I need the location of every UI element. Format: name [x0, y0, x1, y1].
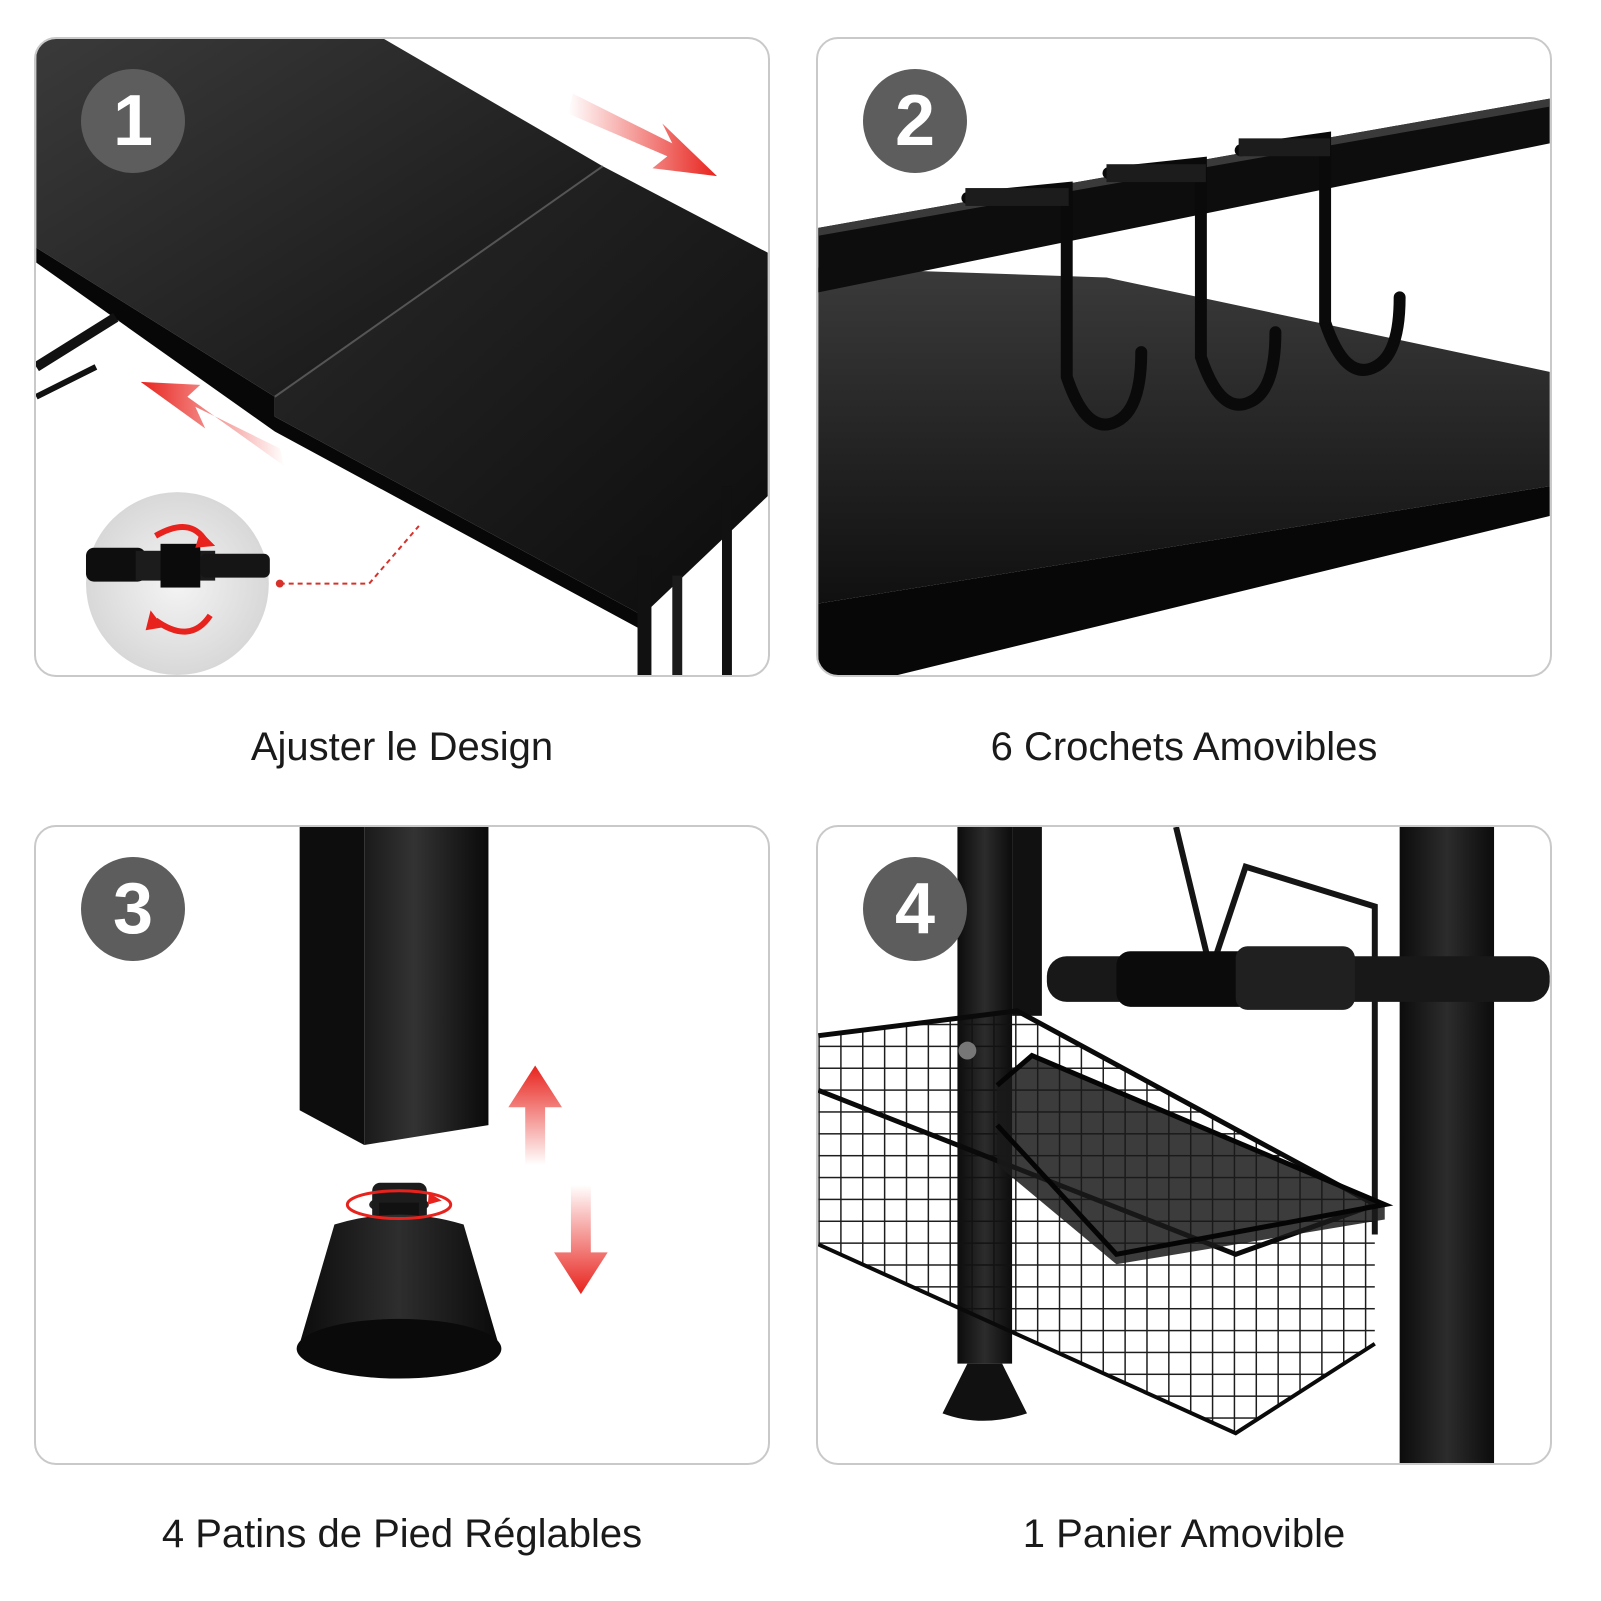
rotate-arrow-icon	[85, 524, 270, 635]
red-arrow-icon	[140, 93, 718, 467]
feature-panel-removable-basket: 4	[816, 825, 1552, 1465]
caption-removable-basket: 1 Panier Amovible	[1022, 1512, 1346, 1556]
step-badge-1: 1	[81, 69, 185, 173]
caption-adjustable-design: Ajuster le Design	[250, 725, 554, 769]
feature-panel-adjustable-feet: 3	[34, 825, 770, 1465]
feature-panel-removable-hooks: 2	[816, 37, 1552, 677]
adjustable-foot-pad-illustration	[296, 827, 608, 1379]
feature-panel-adjustable-design: 1	[34, 37, 770, 677]
hooks-on-rail-illustration	[818, 98, 1550, 675]
caption-adjustable-feet: 4 Patins de Pied Réglables	[161, 1512, 643, 1556]
step-badge-2: 2	[863, 69, 967, 173]
step-badge-4: 4	[863, 857, 967, 961]
removable-basket-illustration	[818, 827, 1550, 1463]
step-badge-3: 3	[81, 857, 185, 961]
caption-removable-hooks: 6 Crochets Amovibles	[990, 725, 1378, 769]
red-arrow-icon	[508, 1065, 608, 1295]
